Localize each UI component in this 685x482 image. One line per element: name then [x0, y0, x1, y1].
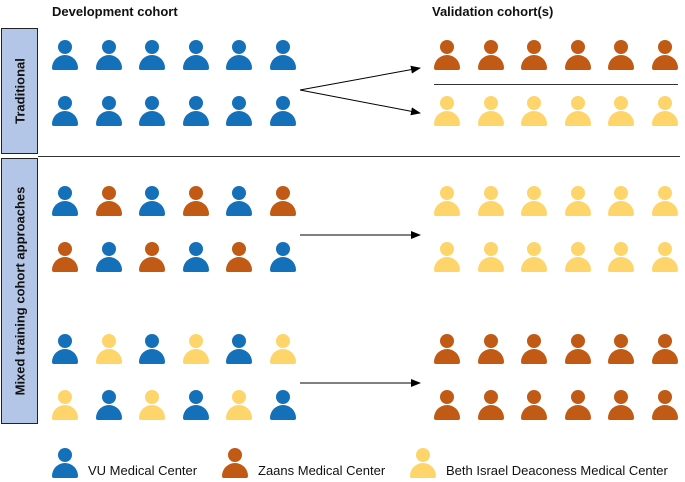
vu-person-icon [270, 96, 296, 126]
arrow-traditional-down [299, 89, 421, 116]
zaans-person-icon [608, 334, 635, 364]
vu-person-icon [52, 40, 78, 70]
bidmc-person-icon [564, 186, 591, 216]
zaans-person-icon [564, 40, 591, 70]
legend-vu-icon [52, 448, 78, 478]
bidmc-person-icon [434, 96, 460, 126]
zaans-person-icon [521, 334, 548, 364]
bidmc-person-icon [564, 242, 591, 272]
bidmc-person-icon [521, 96, 548, 126]
vu-person-icon [139, 40, 166, 70]
zaans-person-icon [434, 334, 460, 364]
zaans-person-icon [434, 40, 460, 70]
legend-vu-label: VU Medical Center [88, 463, 198, 478]
bidmc-person-icon [182, 334, 209, 364]
zaans-person-icon [652, 334, 678, 364]
bidmc-person-icon [608, 186, 635, 216]
legend-bidmc-label: Beth Israel Deaconess Medical Center [446, 463, 668, 478]
bidmc-person-icon [521, 186, 548, 216]
vu-person-icon [270, 390, 296, 420]
zaans-person-icon [434, 390, 460, 420]
zaans-person-icon [182, 186, 209, 216]
bidmc-person-icon [477, 242, 504, 272]
vu-person-icon [182, 242, 209, 272]
bidmc-person-icon [434, 186, 460, 216]
vu-person-icon [95, 96, 122, 126]
vu-person-icon [182, 390, 209, 420]
zaans-person-icon [521, 390, 548, 420]
zaans-person-icon [521, 40, 548, 70]
vu-person-icon [226, 40, 253, 70]
bidmc-person-icon [434, 242, 460, 272]
bidmc-person-icon [521, 242, 548, 272]
vu-person-icon [226, 186, 253, 216]
bidmc-person-icon [52, 390, 78, 420]
vu-person-icon [226, 334, 253, 364]
development-cohort-header: Development cohort [52, 4, 178, 19]
section-divider [38, 156, 680, 157]
zaans-person-icon [477, 334, 504, 364]
bidmc-person-icon [608, 242, 635, 272]
zaans-person-icon [477, 40, 504, 70]
zaans-person-icon [564, 334, 591, 364]
zaans-person-icon [226, 242, 253, 272]
bidmc-person-icon [477, 186, 504, 216]
vu-person-icon [182, 96, 209, 126]
zaans-person-icon [608, 390, 635, 420]
bidmc-person-icon [477, 96, 504, 126]
vu-person-icon [139, 186, 166, 216]
bidmc-person-icon [652, 242, 678, 272]
vu-person-icon [270, 40, 296, 70]
arrow-traditional-up [299, 65, 421, 91]
zaans-person-icon [270, 186, 296, 216]
vu-person-icon [139, 96, 166, 126]
vu-person-icon [95, 390, 122, 420]
legend-bidmc-icon [410, 448, 436, 478]
bidmc-person-icon [652, 186, 678, 216]
validation-cohort-header: Validation cohort(s) [432, 4, 554, 19]
vu-person-icon [52, 334, 78, 364]
vu-person-icon [182, 40, 209, 70]
bidmc-person-icon [608, 96, 635, 126]
zaans-person-icon [477, 390, 504, 420]
zaans-person-icon [139, 242, 166, 272]
zaans-person-icon [95, 186, 122, 216]
bidmc-person-icon [139, 390, 166, 420]
vu-person-icon [226, 96, 253, 126]
vu-person-icon [95, 242, 122, 272]
vu-person-icon [52, 96, 78, 126]
zaans-person-icon [652, 390, 678, 420]
bidmc-person-icon [95, 334, 122, 364]
legend-zaans-icon [222, 448, 248, 478]
zaans-person-icon [52, 242, 78, 272]
vu-person-icon [139, 334, 166, 364]
validation-divider [434, 84, 678, 85]
bidmc-person-icon [270, 334, 296, 364]
traditional-section-label: Traditional [1, 28, 38, 154]
zaans-person-icon [608, 40, 635, 70]
bidmc-person-icon [652, 96, 678, 126]
zaans-person-icon [564, 390, 591, 420]
bidmc-person-icon [564, 96, 591, 126]
vu-person-icon [95, 40, 122, 70]
legend-zaans-label: Zaans Medical Center [258, 463, 386, 478]
vu-person-icon [270, 242, 296, 272]
bidmc-person-icon [226, 390, 253, 420]
mixed-section-label: Mixed training cohort approaches [1, 158, 38, 424]
vu-person-icon [52, 186, 78, 216]
zaans-person-icon [652, 40, 678, 70]
